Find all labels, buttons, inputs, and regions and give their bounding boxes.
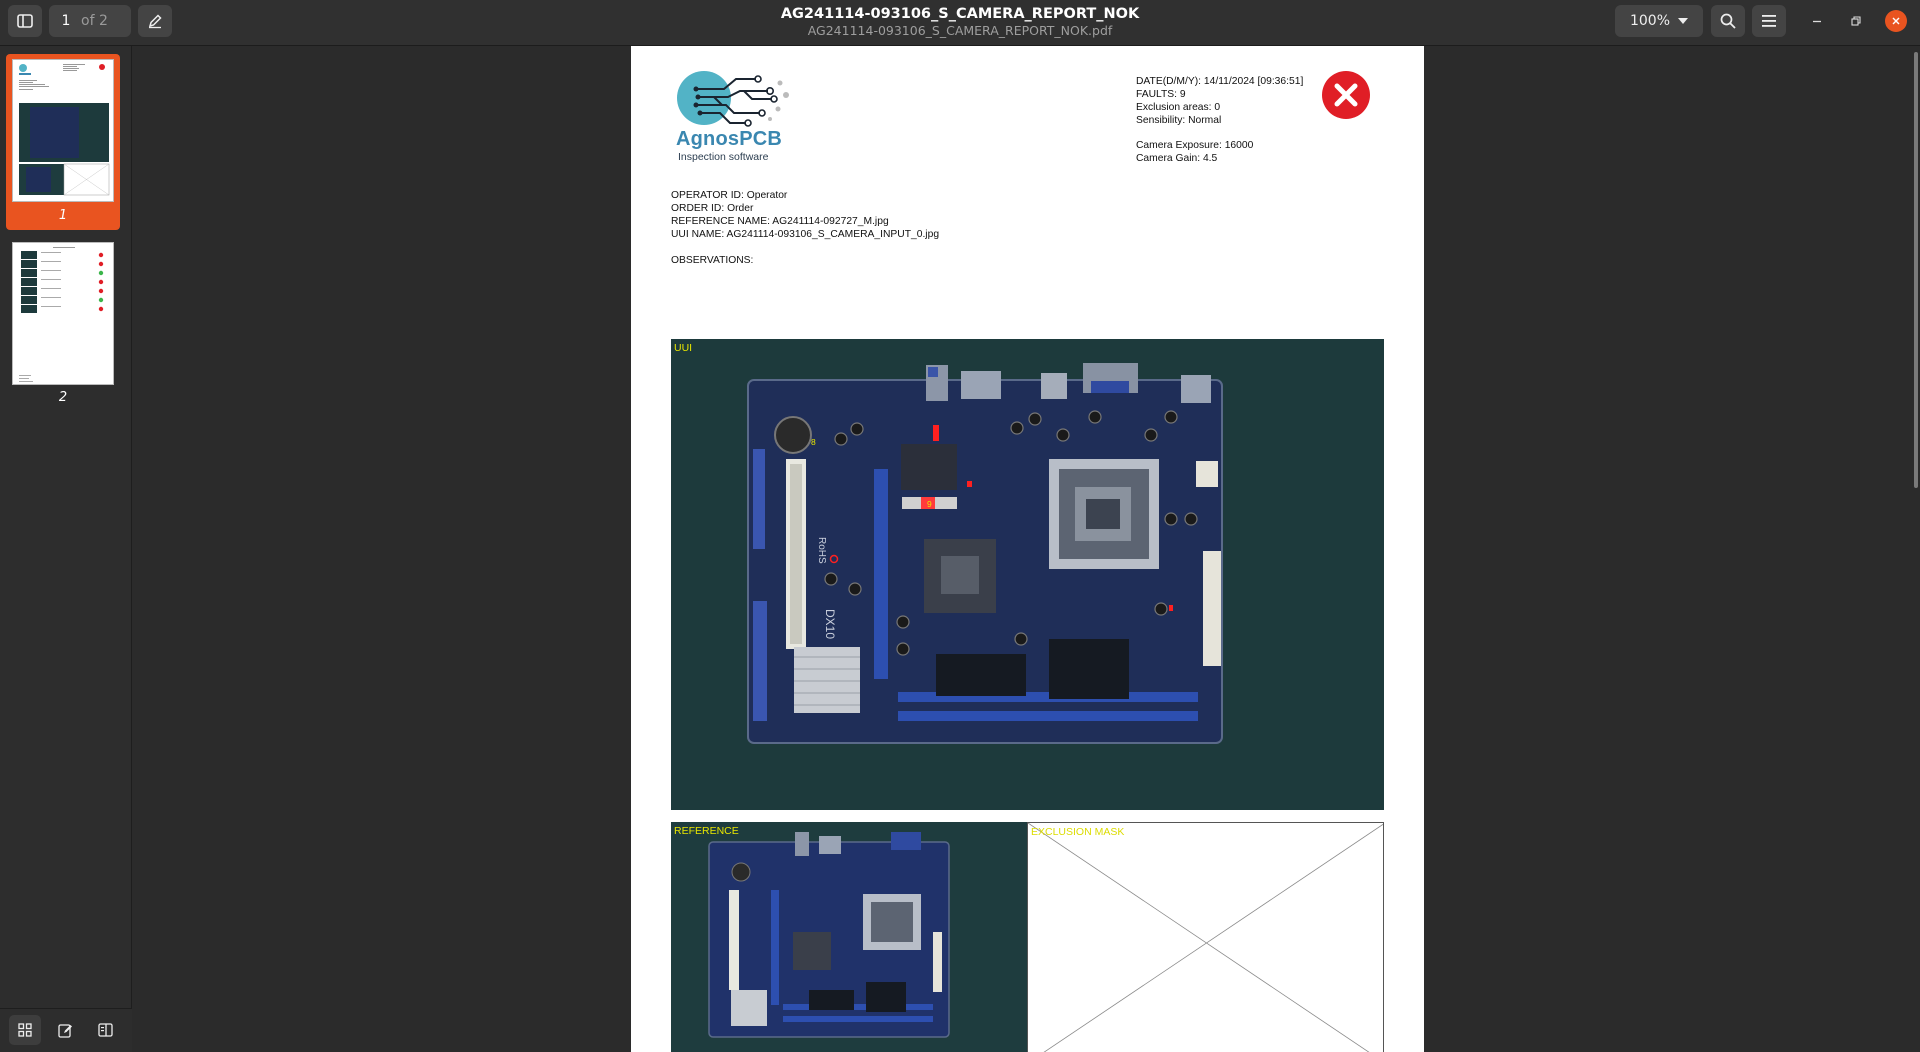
outline-view-button[interactable] (89, 1015, 121, 1045)
sidebar-view-switcher (0, 1008, 132, 1052)
window-title: AG241114-093106_S_CAMERA_REPORT_NOK AG24… (660, 6, 1260, 38)
uui-board-image: 8 9 DX10 RoHS UUI (671, 339, 1384, 810)
empty-placeholder-cross (1028, 823, 1383, 1052)
board-silkscreen-label: DX10 (823, 609, 837, 639)
chevron-down-icon (1678, 18, 1689, 24)
vertical-scrollbar[interactable] (1912, 46, 1920, 1052)
report-uui-name: UUI NAME: AG241114-093106_S_CAMERA_INPUT… (671, 229, 940, 240)
minimize-button[interactable] (1806, 10, 1828, 32)
thumbnail-label: 2 (58, 390, 68, 405)
scrollbar-thumb[interactable] (1914, 52, 1918, 488)
reference-board-image: REFERENCE (671, 822, 1027, 1052)
report-observations: OBSERVATIONS: (671, 255, 754, 266)
thumbnail-sidebar: 1 2 (0, 46, 132, 1052)
outline-icon (97, 1023, 113, 1037)
thumbnail-page-2[interactable]: 2 (6, 236, 120, 412)
x-circle-icon (1334, 83, 1358, 107)
fault-marker-label: 8 (811, 437, 816, 447)
annotations-view-button[interactable] (49, 1015, 81, 1045)
grid-icon (18, 1023, 32, 1037)
document-filename: AG241114-093106_S_CAMERA_REPORT_NOK.pdf (807, 23, 1113, 38)
page-total-label: of 2 (81, 13, 108, 29)
report-sensibility: Sensibility: Normal (1136, 115, 1222, 126)
report-camera-exposure: Camera Exposure: 16000 (1136, 140, 1254, 151)
page-current-input[interactable]: 1 (61, 13, 71, 29)
page-number-field[interactable]: 1 of 2 (49, 5, 131, 37)
thumbnail-image (12, 242, 114, 385)
search-icon (1720, 13, 1736, 29)
thumbnails-view-button[interactable] (9, 1015, 41, 1045)
reference-image-label: REFERENCE (674, 825, 739, 837)
close-icon (1892, 17, 1900, 25)
report-order-id: ORDER ID: Order (671, 203, 754, 214)
main-menu-button[interactable] (1752, 5, 1786, 37)
document-viewer[interactable]: AgnosPCB Inspection software DATE(D/M/Y)… (133, 46, 1920, 1052)
uui-image-label: UUI (674, 342, 693, 354)
logo-tagline: Inspection software (678, 151, 769, 163)
report-reference-name: REFERENCE NAME: AG241114-092727_M.jpg (671, 216, 889, 227)
header-bar: 1 of 2 AG241114-093106_S_CAMERA_REPORT_N… (0, 0, 1920, 46)
logo-wordmark: AgnosPCB (676, 128, 783, 150)
report-exclusion-areas: Exclusion areas: 0 (1136, 102, 1221, 113)
sidebar-toggle-button[interactable] (8, 5, 42, 37)
fault-marker-label: 9 (927, 499, 932, 509)
restore-icon (1851, 16, 1861, 26)
annotation-icon (57, 1023, 72, 1038)
agnospcb-logo-icon (677, 71, 789, 127)
restore-button[interactable] (1845, 10, 1867, 32)
pdf-page: AgnosPCB Inspection software DATE(D/M/Y)… (631, 46, 1424, 1052)
minimize-icon (1813, 20, 1821, 23)
close-button[interactable] (1885, 10, 1907, 32)
search-button[interactable] (1711, 5, 1745, 37)
report-operator-id: OPERATOR ID: Operator (671, 190, 788, 201)
report-faults: FAULTS: 9 (1136, 89, 1186, 100)
exclusion-mask-label: EXCLUSION MASK (1031, 826, 1125, 838)
sidebar-icon (17, 14, 33, 28)
zoom-dropdown[interactable]: 100% (1615, 5, 1703, 37)
exclusion-mask-image: EXCLUSION MASK (1027, 822, 1384, 1052)
hamburger-icon (1762, 15, 1776, 27)
zoom-level: 100% (1629, 13, 1671, 29)
uui-pcb-illustration: 8 9 DX10 RoHS (747, 363, 1223, 744)
document-title: AG241114-093106_S_CAMERA_REPORT_NOK (780, 6, 1140, 22)
fail-status-badge (1322, 71, 1370, 119)
reference-pcb-illustration (708, 832, 950, 1038)
annotate-button[interactable] (138, 5, 172, 37)
thumbnail-label: 1 (58, 208, 68, 223)
board-silkscreen-label: RoHS (816, 537, 827, 564)
pen-icon (148, 14, 162, 29)
report-date: DATE(D/M/Y): 14/11/2024 [09:36:51] (1136, 76, 1304, 87)
report-camera-gain: Camera Gain: 4.5 (1136, 153, 1218, 164)
thumbnail-image (12, 59, 114, 202)
thumbnail-page-1[interactable]: 1 (6, 54, 120, 230)
